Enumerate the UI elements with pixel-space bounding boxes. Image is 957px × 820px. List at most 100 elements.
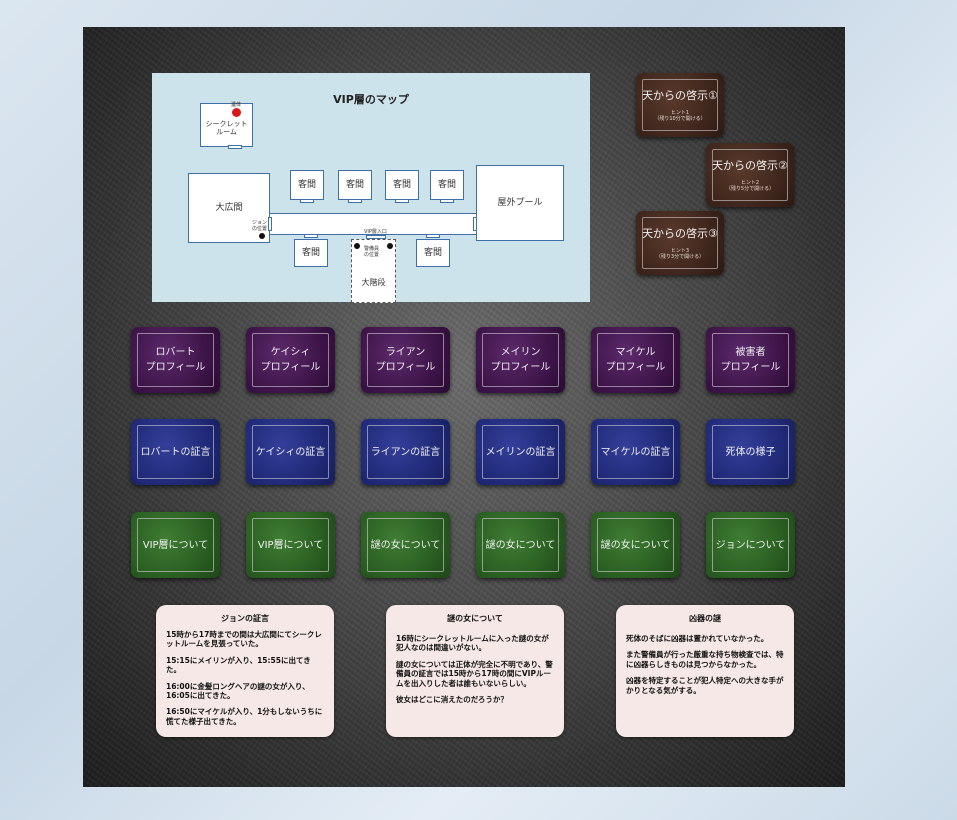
guest-room-1: 客間 — [290, 170, 324, 200]
hint-card-1[interactable]: 天からの啓示① ヒント1 （残り10分で開ける） — [636, 73, 724, 137]
topic-card-woman-2-label: 謎の女について — [485, 539, 556, 551]
vip-floor-map: VIP層のマップ シークレット ルーム 遺体 大広間 ジョン の位置 客間 客間… — [152, 73, 590, 303]
hint-card-3[interactable]: 天からの啓示③ ヒント3 （残り3分で開ける） — [636, 211, 724, 275]
profile-card-ryan-sub: プロフィール — [375, 362, 436, 373]
hint-card-3-title: 天からの啓示③ — [642, 226, 718, 240]
guest-room-5: 客間 — [294, 239, 328, 267]
profile-card-victim-sub: プロフィール — [720, 362, 781, 373]
guard-marker-left — [354, 243, 360, 249]
map-title: VIP層のマップ — [333, 93, 409, 106]
profile-card-victim[interactable]: 被害者 プロフィール — [706, 327, 795, 393]
hint-card-1-sub1: ヒント1 — [670, 110, 690, 116]
john-label-1: ジョン — [252, 220, 268, 226]
guest-room-1-label: 客間 — [297, 179, 316, 190]
hint-card-2-title: 天からの啓示② — [712, 158, 788, 172]
guest-room-2-label: 客間 — [345, 179, 364, 190]
topic-card-woman-1[interactable]: 謎の女について — [361, 512, 450, 578]
profile-card-robert[interactable]: ロバート プロフィール — [131, 327, 220, 393]
outdoor-pool: 屋外プール — [476, 165, 564, 241]
outdoor-pool-label: 屋外プール — [497, 197, 543, 208]
profile-card-robert-sub: プロフィール — [145, 362, 206, 373]
door — [268, 217, 272, 231]
note-paragraph: 16:50にマイケルが入り、1分もしないうちに慌てた様子出てきた。 — [166, 707, 323, 726]
grand-staircase: 大階段 — [351, 239, 396, 303]
guest-room-3-label: 客間 — [392, 179, 411, 190]
hint-card-2[interactable]: 天からの啓示② ヒント2 （残り5分で開ける） — [706, 143, 794, 207]
profile-card-michael-name: マイケル — [615, 347, 656, 358]
hint-card-1-title: 天からの啓示① — [642, 88, 718, 102]
hint-card-3-sub2: （残り3分で開ける） — [655, 254, 705, 261]
topic-card-vip-2[interactable]: VIP層について — [246, 512, 335, 578]
guest-room-4: 客間 — [430, 170, 464, 200]
topic-card-woman-1-label: 謎の女について — [370, 539, 441, 551]
profile-card-robert-name: ロバート — [155, 347, 196, 358]
guest-room-6-label: 客間 — [423, 247, 442, 258]
guard-label-1: 警備員 — [364, 246, 380, 252]
guest-room-3: 客間 — [385, 170, 419, 200]
testimony-card-ryan[interactable]: ライアンの証言 — [361, 419, 450, 485]
note-paragraph: 15時から17時までの間は大広間にてシークレットルームを見張っていた。 — [166, 630, 322, 649]
profile-card-ryan[interactable]: ライアン プロフィール — [361, 327, 450, 393]
john-marker — [259, 233, 265, 239]
note-paragraph: 15:15にメイリンが入り、15:55に出てきた。 — [166, 655, 311, 675]
topic-card-john-label: ジョンについて — [715, 539, 786, 551]
profile-card-victim-name: 被害者 — [735, 347, 766, 358]
testimony-card-casey[interactable]: ケイシィの証言 — [246, 419, 335, 485]
john-label-2: の位置 — [252, 225, 268, 232]
door — [440, 199, 454, 203]
topic-card-woman-3[interactable]: 謎の女について — [591, 512, 680, 578]
topic-card-woman-2[interactable]: 謎の女について — [476, 512, 565, 578]
secret-room-label-2: ルーム — [216, 128, 237, 136]
profile-card-michael[interactable]: マイケル プロフィール — [591, 327, 680, 393]
guard-label: 警備員 の位置 — [364, 246, 380, 258]
body-label: 遺体 — [231, 102, 242, 108]
body-condition-card[interactable]: 死体の様子 — [706, 419, 795, 485]
testimony-card-casey-label: ケイシィの証言 — [255, 446, 326, 458]
great-hall-label: 大広間 — [215, 202, 243, 213]
great-hall: 大広間 — [188, 173, 270, 243]
note-mystery-woman-title: 謎の女について — [447, 614, 503, 623]
note-mystery-woman: 謎の女について 16時にシークレットルームに入った謎の女が犯人なのは間違いがない… — [386, 605, 564, 737]
grand-staircase-label: 大階段 — [361, 278, 386, 287]
testimony-card-meilin-label: メイリンの証言 — [485, 446, 556, 458]
guard-label-2: の位置 — [364, 251, 380, 258]
guest-room-5-label: 客間 — [301, 247, 320, 258]
guest-room-4-label: 客間 — [437, 179, 456, 190]
game-board: VIP層のマップ シークレット ルーム 遺体 大広間 ジョン の位置 客間 客間… — [83, 27, 845, 787]
profile-card-casey-sub: プロフィール — [260, 362, 321, 373]
note-paragraph: 死体のそばに凶器は置かれていなかった。 — [626, 634, 769, 643]
testimony-card-ryan-label: ライアンの証言 — [370, 446, 441, 458]
profile-card-meilin[interactable]: メイリン プロフィール — [476, 327, 565, 393]
hint-card-3-sub: ヒント3 （残り3分で開ける） — [656, 248, 704, 261]
topic-card-vip-1-label: VIP層について — [142, 539, 209, 551]
hint-card-3-sub1: ヒント3 — [670, 248, 690, 254]
vip-entrance-label: VIP層入口 — [364, 229, 387, 235]
testimony-card-meilin[interactable]: メイリンの証言 — [476, 419, 565, 485]
note-paragraph: 16:00に金髪ロングヘアの謎の女が入り、16:05に出てきた。 — [166, 681, 310, 700]
testimony-card-robert-label: ロバートの証言 — [140, 446, 211, 458]
guest-room-6: 客間 — [416, 239, 450, 267]
note-paragraph: 16時にシークレットルームに入った謎の女が犯人なのは間違いがない。 — [396, 634, 549, 653]
john-label: ジョン の位置 — [252, 220, 268, 232]
profile-card-casey-name: ケイシィ — [270, 347, 311, 358]
body-condition-card-label: 死体の様子 — [725, 446, 776, 458]
topic-card-vip-2-label: VIP層について — [257, 539, 324, 551]
testimony-card-robert[interactable]: ロバートの証言 — [131, 419, 220, 485]
topic-card-vip-1[interactable]: VIP層について — [131, 512, 220, 578]
topic-card-john[interactable]: ジョンについて — [706, 512, 795, 578]
note-john-testimony: ジョンの証言 15時から17時までの間は大広間にてシークレットルームを見張ってい… — [156, 605, 334, 737]
note-john-testimony-title: ジョンの証言 — [221, 614, 269, 623]
vip-entrance-door — [366, 235, 386, 239]
note-paragraph: 謎の女については正体が完全に不明であり、警備員の証言では15時から17時の間にV… — [396, 659, 553, 688]
door — [395, 199, 409, 203]
hint-card-2-sub2: （残り5分で開ける） — [725, 186, 775, 193]
profile-card-meilin-name: メイリン — [500, 347, 541, 358]
note-weapon-mystery: 凶器の謎 死体のそばに凶器は置かれていなかった。 また警備員が行った厳重な持ち物… — [616, 605, 794, 737]
testimony-card-michael[interactable]: マイケルの証言 — [591, 419, 680, 485]
door — [228, 145, 242, 149]
profile-card-casey[interactable]: ケイシィ プロフィール — [246, 327, 335, 393]
door — [348, 199, 362, 203]
secret-room: シークレット ルーム — [200, 103, 253, 147]
door — [300, 199, 314, 203]
testimony-card-michael-label: マイケルの証言 — [600, 446, 671, 458]
